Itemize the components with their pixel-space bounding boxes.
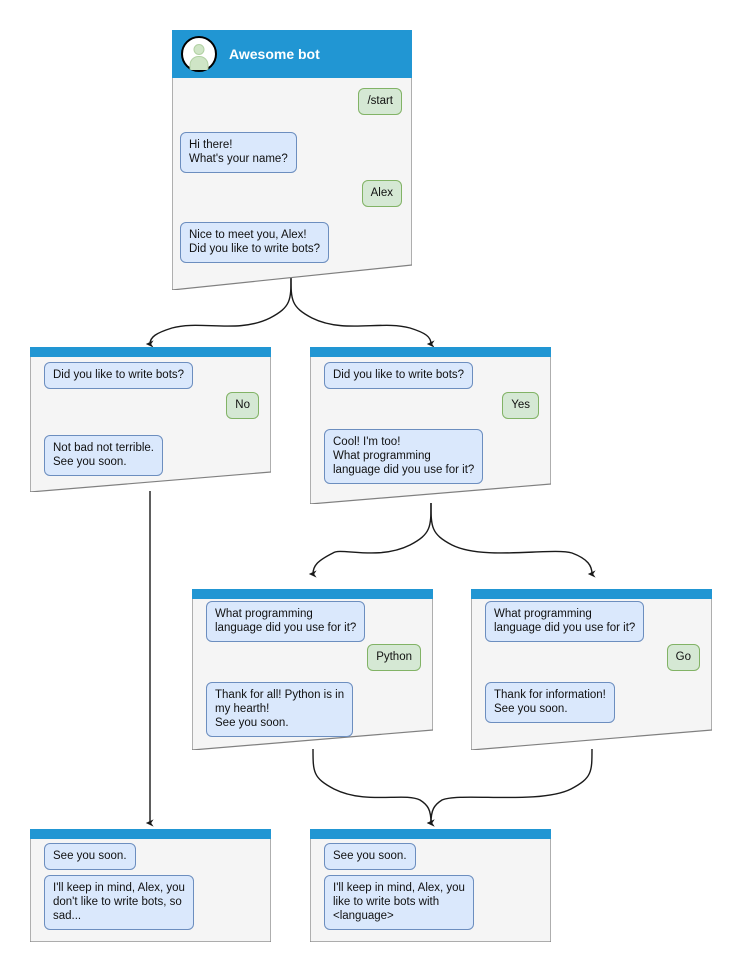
- bot-bubble[interactable]: See you soon.: [44, 843, 136, 870]
- bot-bubble[interactable]: What programming language did you use fo…: [206, 601, 366, 642]
- connector-yes-to-python: [308, 502, 432, 578]
- message-row: Cool! I'm too! What programming language…: [324, 429, 544, 484]
- card-no-branch[interactable]: Did you like to write bots? No Not bad n…: [30, 347, 271, 492]
- bot-bubble[interactable]: I'll keep in mind, Alex, you like to wri…: [324, 875, 474, 930]
- user-bubble[interactable]: No: [226, 392, 259, 419]
- message-row: Alex: [172, 180, 402, 207]
- bot-bubble[interactable]: Did you like to write bots?: [44, 362, 194, 389]
- root-card-header: Awesome bot: [172, 30, 412, 78]
- message-row: What programming language did you use fo…: [485, 601, 705, 642]
- card-header-strip: [310, 829, 551, 839]
- user-bubble[interactable]: Alex: [361, 180, 402, 207]
- card-python-branch[interactable]: What programming language did you use fo…: [192, 589, 433, 750]
- bot-bubble[interactable]: I'll keep in mind, Alex, you don't like …: [44, 875, 194, 930]
- user-bubble[interactable]: /start: [358, 88, 402, 115]
- message-row: Not bad not terrible. See you soon.: [44, 435, 264, 476]
- message-row: Did you like to write bots?: [44, 362, 264, 389]
- card-end-no[interactable]: See you soon. I'll keep in mind, Alex, y…: [30, 829, 271, 942]
- message-row: See you soon.: [324, 843, 544, 870]
- message-row: No: [30, 392, 259, 419]
- message-row: Did you like to write bots?: [324, 362, 544, 389]
- card-header-strip: [30, 347, 271, 357]
- card-go-branch[interactable]: What programming language did you use fo…: [471, 589, 712, 750]
- message-row: What programming language did you use fo…: [206, 601, 426, 642]
- connector-go-to-end-yes: [426, 748, 593, 827]
- message-row: Yes: [310, 392, 539, 419]
- bot-bubble[interactable]: Thank for all! Python is in my hearth! S…: [206, 682, 354, 737]
- card-root[interactable]: Awesome bot /start Hi there! What's your…: [172, 30, 412, 290]
- card-header-strip: [192, 589, 433, 599]
- root-card-title: Awesome bot: [229, 46, 320, 62]
- message-row: Go: [471, 644, 700, 671]
- bot-bubble[interactable]: Cool! I'm too! What programming language…: [324, 429, 484, 484]
- bot-bubble[interactable]: Nice to meet you, Alex! Did you like to …: [180, 222, 330, 263]
- message-row: Hi there! What's your name?: [180, 132, 410, 173]
- card-header-strip: [310, 347, 551, 357]
- bot-bubble[interactable]: Thank for information! See you soon.: [485, 682, 615, 723]
- person-avatar-icon: [181, 36, 217, 72]
- card-end-yes[interactable]: See you soon. I'll keep in mind, Alex, y…: [310, 829, 551, 942]
- bot-bubble[interactable]: Did you like to write bots?: [324, 362, 474, 389]
- user-bubble[interactable]: Go: [666, 644, 700, 671]
- bot-bubble[interactable]: What programming language did you use fo…: [485, 601, 645, 642]
- bot-bubble[interactable]: Not bad not terrible. See you soon.: [44, 435, 164, 476]
- connector-yes-to-go: [430, 502, 596, 578]
- message-row: See you soon.: [44, 843, 264, 870]
- card-yes-branch[interactable]: Did you like to write bots? Yes Cool! I'…: [310, 347, 551, 504]
- message-row: Thank for information! See you soon.: [485, 682, 705, 723]
- message-row: /start: [172, 88, 402, 115]
- message-row: I'll keep in mind, Alex, you like to wri…: [324, 875, 544, 930]
- connector-python-to-end-yes: [312, 748, 435, 827]
- user-bubble[interactable]: Python: [367, 644, 421, 671]
- bot-bubble[interactable]: See you soon.: [324, 843, 416, 870]
- card-header-strip: [471, 589, 712, 599]
- message-row: Nice to meet you, Alex! Did you like to …: [180, 222, 410, 263]
- card-header-strip: [30, 829, 271, 839]
- bot-bubble[interactable]: Hi there! What's your name?: [180, 132, 297, 173]
- message-row: I'll keep in mind, Alex, you don't like …: [44, 875, 264, 930]
- message-row: Thank for all! Python is in my hearth! S…: [206, 682, 426, 737]
- user-bubble[interactable]: Yes: [502, 392, 539, 419]
- message-row: Python: [192, 644, 421, 671]
